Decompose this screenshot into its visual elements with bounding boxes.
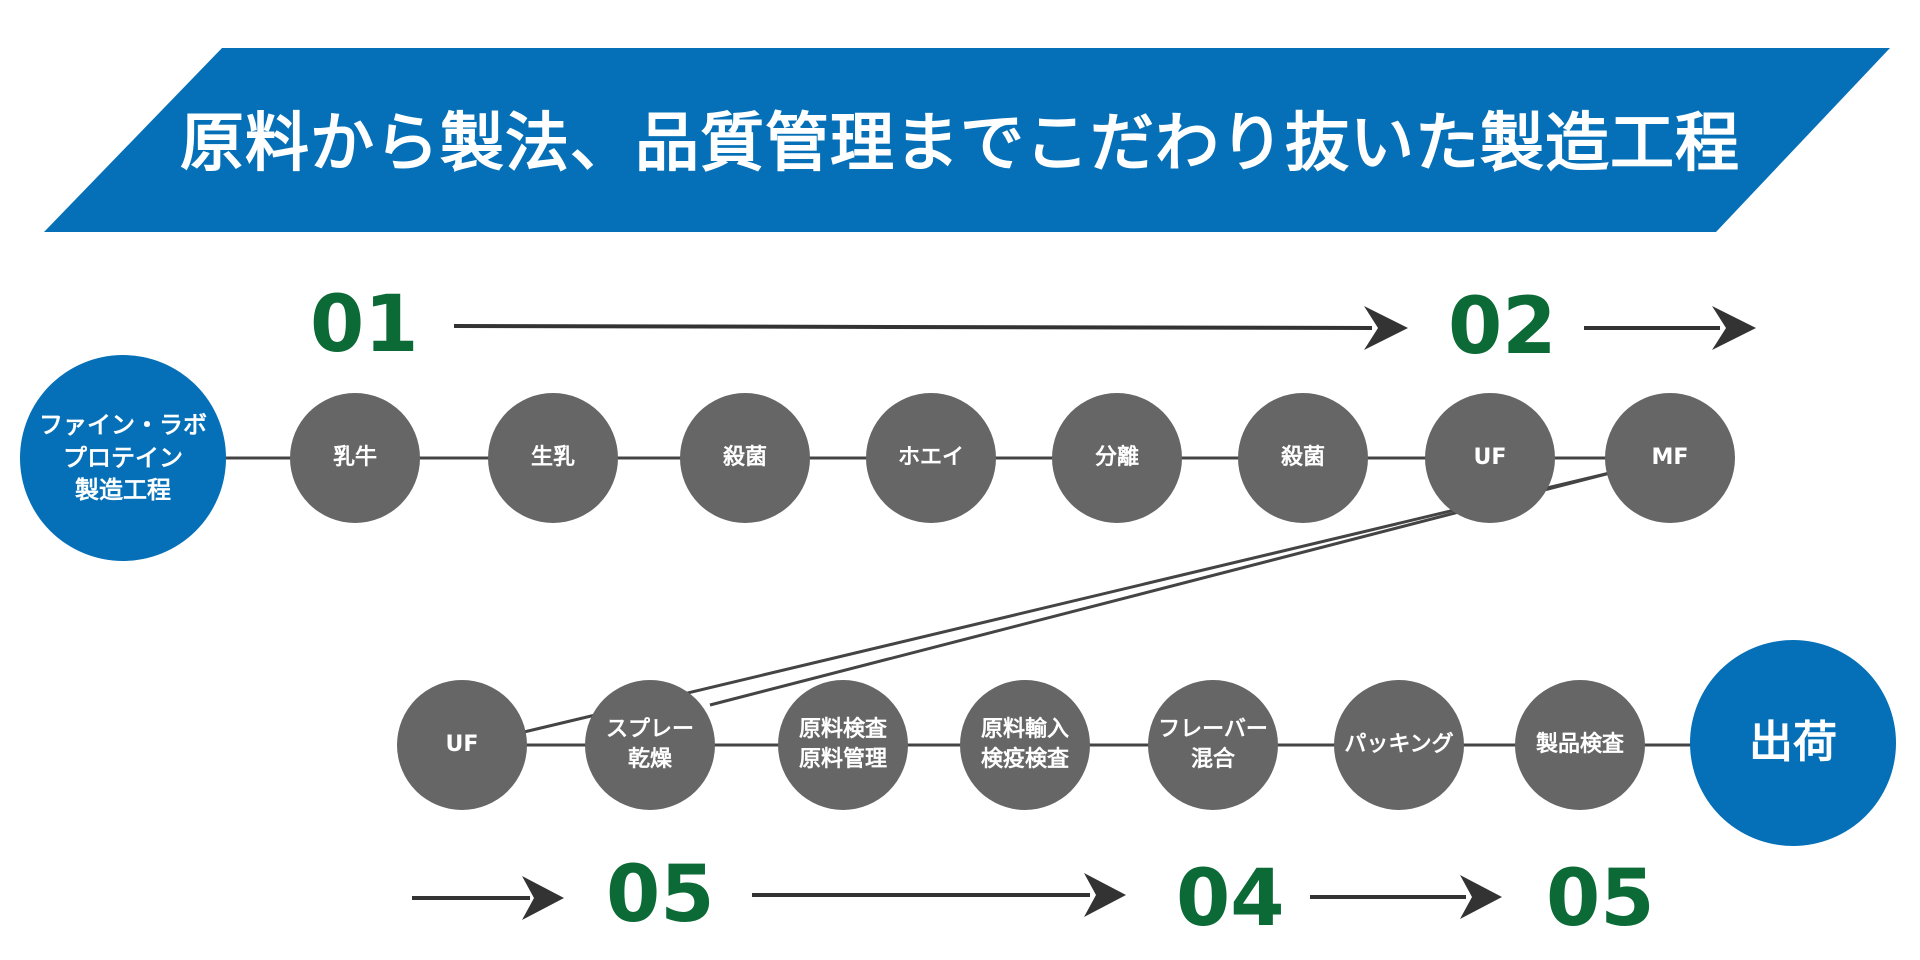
flow-start-node: ファイン・ラボ プロテイン 製造工程 bbox=[20, 355, 226, 561]
stage-number-04: 04 bbox=[1176, 854, 1285, 944]
step-row1-7: UF bbox=[1425, 393, 1555, 523]
step-row1-5: 分離 bbox=[1052, 393, 1182, 523]
stage-number-05b: 05 bbox=[1546, 854, 1655, 944]
step-row2-2: スプレー 乾燥 bbox=[585, 680, 715, 810]
step-row1-4: ホエイ bbox=[866, 393, 996, 523]
step-row1-2: 生乳 bbox=[488, 393, 618, 523]
page-title: 原料から製法、品質管理までこだわり抜いた製造工程 bbox=[180, 107, 1740, 181]
return-line-1 bbox=[523, 470, 1615, 734]
arrow-01-to-02-head bbox=[1364, 306, 1408, 350]
arrow-05-to-04-head bbox=[1084, 873, 1126, 917]
step-row2-3: 原料検査 原料管理 bbox=[778, 680, 908, 810]
stage-number-02: 02 bbox=[1448, 282, 1557, 372]
step-row2-7: 製品検査 bbox=[1515, 680, 1645, 810]
step-row1-8: MF bbox=[1605, 393, 1735, 523]
stage-number-05a: 05 bbox=[606, 850, 715, 940]
step-row2-6: パッキング bbox=[1334, 680, 1464, 810]
banner-shape bbox=[44, 48, 1890, 232]
step-row1-6: 殺菌 bbox=[1238, 393, 1368, 523]
flow-end-node: 出荷 bbox=[1690, 640, 1896, 846]
step-row1-3: 殺菌 bbox=[680, 393, 810, 523]
arrow-01-to-02-line bbox=[453, 324, 1373, 330]
step-row1-1: 乳牛 bbox=[290, 393, 420, 523]
title-banner bbox=[44, 48, 1890, 232]
step-row2-5: フレーバー 混合 bbox=[1148, 680, 1278, 810]
arrow-into-05-head bbox=[522, 876, 564, 920]
step-row2-4: 原料輸入 検疫検査 bbox=[960, 680, 1090, 810]
arrow-04-to-05-head bbox=[1460, 875, 1502, 919]
step-row2-1: UF bbox=[397, 680, 527, 810]
stage-number-01: 01 bbox=[310, 280, 419, 370]
arrow-02-onward-head bbox=[1712, 306, 1756, 350]
